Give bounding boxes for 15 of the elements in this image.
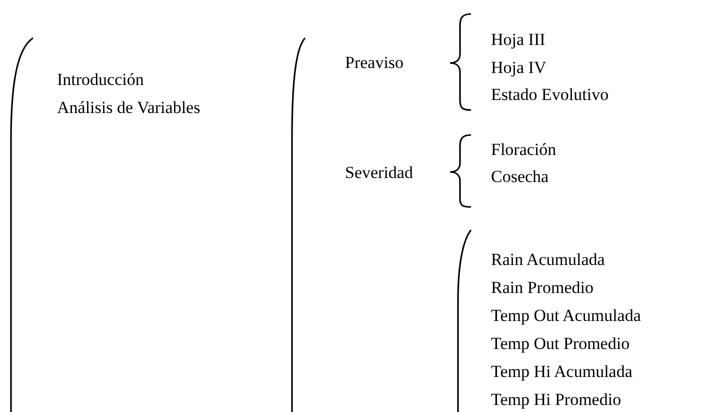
label-text: Estado Evolutivo bbox=[491, 85, 609, 105]
label-text: Rain Promedio bbox=[491, 278, 594, 298]
label-text: Floración bbox=[491, 140, 556, 160]
label-text: Temp Hi Acumulada bbox=[491, 362, 632, 382]
label-text: Análisis de Variables bbox=[57, 98, 200, 118]
label-text: Introducción bbox=[57, 70, 144, 90]
label-text: Hoja III bbox=[491, 30, 546, 50]
label-text: Temp Hi Promedio bbox=[491, 390, 622, 410]
label-text: Preaviso bbox=[345, 53, 404, 73]
label-text: Temp Out Acumulada bbox=[491, 306, 641, 326]
label-text: Temp Out Promedio bbox=[491, 334, 630, 354]
label-text: Cosecha bbox=[491, 167, 549, 187]
label-text: Hoja IV bbox=[491, 58, 546, 78]
label-text: Rain Acumulada bbox=[491, 250, 605, 270]
label-text: Severidad bbox=[345, 163, 413, 183]
